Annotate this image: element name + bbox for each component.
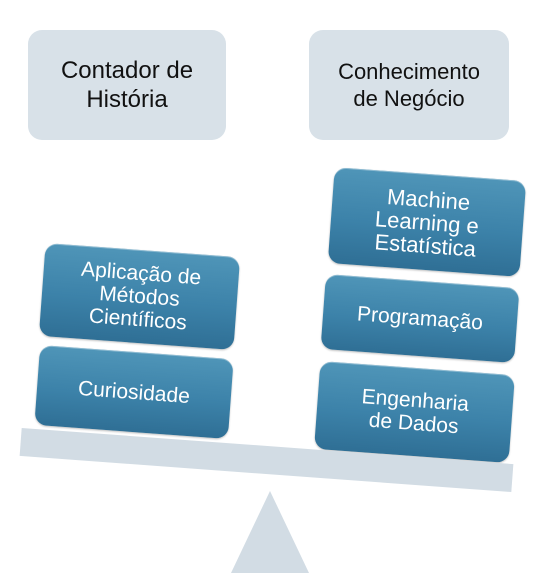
label-box-conhecimento-de-negocio: Conhecimento de Negócio bbox=[309, 30, 509, 140]
block-curiosidade: Curiosidade bbox=[34, 345, 234, 439]
block-programacao: Programação bbox=[320, 273, 520, 364]
balance-pivot-triangle bbox=[231, 491, 309, 573]
block-aplicacao-de-metodos-cientificos: Aplicação de Métodos Científicos bbox=[38, 242, 241, 351]
block-engenharia-de-dados: Engenharia de Dados bbox=[314, 360, 515, 464]
label-box-contador-de-historia: Contador de História bbox=[28, 30, 226, 140]
block-machine-learning-e-estatistica: Machine Learning e Estatística bbox=[327, 167, 527, 277]
